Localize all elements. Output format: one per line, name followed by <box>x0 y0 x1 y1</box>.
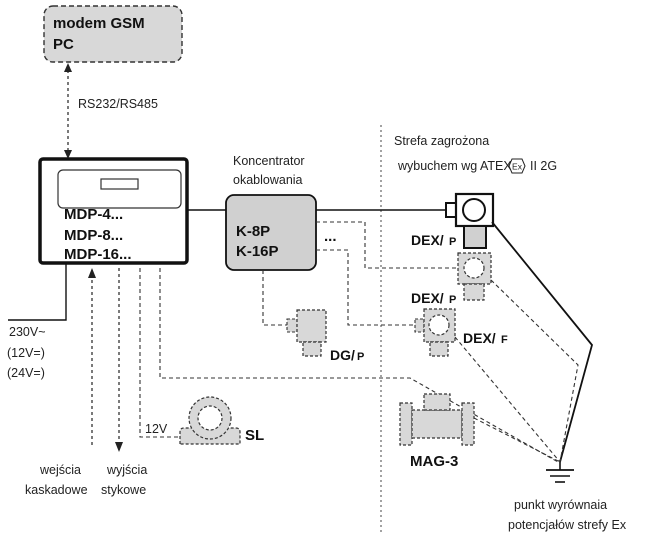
sl-label: SL <box>245 427 264 444</box>
concentrator-label-2: okablowania <box>233 173 303 187</box>
dex-p-1-main: DEX/ <box>411 232 444 248</box>
contact-outputs-line <box>115 268 123 452</box>
mag-3-label: MAG-3 <box>410 453 458 470</box>
rs-link <box>64 63 72 159</box>
mdp-ex-cable <box>159 268 559 463</box>
zone-label-1: Strefa zagrożona <box>394 134 489 148</box>
dex-p-sensor-1 <box>445 192 495 249</box>
concentrator-k8p: K-8P <box>236 223 270 240</box>
dex-p-1-sub: P <box>449 236 456 248</box>
mdp-label-2: MDP-8... <box>64 227 123 244</box>
ex-hexagon-icon: Ex <box>508 158 526 174</box>
dex-f-main: DEX/ <box>463 330 496 346</box>
mdp-indicator <box>100 178 139 190</box>
more-channels-ellipsis: ... <box>324 228 337 245</box>
outputs-label-2: stykowe <box>101 483 146 497</box>
dg-p-sub: P <box>357 351 364 363</box>
mdp-box: MDP-4... MDP-8... MDP-16... <box>38 157 189 265</box>
concentrator-box: K-8P K-16P <box>225 194 317 271</box>
power-label-3: (24V=) <box>7 366 45 380</box>
ground-icon <box>546 462 574 483</box>
dex-p-2-main: DEX/ <box>411 290 444 306</box>
modem-pc-box: modem GSM PC <box>43 5 183 63</box>
outputs-label-1: wyjścia <box>106 463 147 477</box>
modem-label: modem GSM <box>53 15 145 32</box>
concentrator-dg-cable <box>262 270 288 326</box>
dg-p-main: DG/ <box>330 347 355 363</box>
dex-f-sensor <box>414 308 456 357</box>
link-label: RS232/RS485 <box>78 97 158 111</box>
dex-p-2-sub: P <box>449 294 456 306</box>
equipotential-cables <box>454 221 593 463</box>
ground-label-2: potencjałów strefy Ex <box>508 518 627 532</box>
zone-label-2: wybuchem wg ATEX: <box>397 159 515 173</box>
ex-symbol: Ex <box>512 162 523 172</box>
sl-cable <box>139 268 180 438</box>
concentrator-label-1: Koncentrator <box>233 154 305 168</box>
sl-sensor <box>179 396 241 445</box>
concentrator-k16p: K-16P <box>236 243 279 260</box>
dex-f-sub: F <box>501 334 508 346</box>
cascade-inputs-line <box>88 268 96 445</box>
concentrator-dexp2-cable <box>316 221 458 269</box>
pc-label: PC <box>53 36 74 53</box>
dex-p-sensor-2 <box>457 252 492 301</box>
inputs-label-2: kaskadowe <box>25 483 88 497</box>
dg-p-sensor <box>286 309 327 357</box>
mag-3-meter <box>399 393 475 446</box>
mdp-label-1: MDP-4... <box>64 206 123 223</box>
power-label-2: (12V=) <box>7 346 45 360</box>
mdp-display <box>57 169 182 209</box>
power-cable <box>8 263 67 321</box>
concentrator-dexf-cable <box>316 249 423 326</box>
sl-voltage-label: 12V <box>145 422 168 436</box>
mdp-label-3: MDP-16... <box>64 246 132 263</box>
inputs-label-1: wejścia <box>39 463 81 477</box>
power-label-1: 230V~ <box>9 325 46 339</box>
ground-label-1: punkt wyrównaia <box>514 498 607 512</box>
zone-label-category: II 2G <box>530 159 557 173</box>
